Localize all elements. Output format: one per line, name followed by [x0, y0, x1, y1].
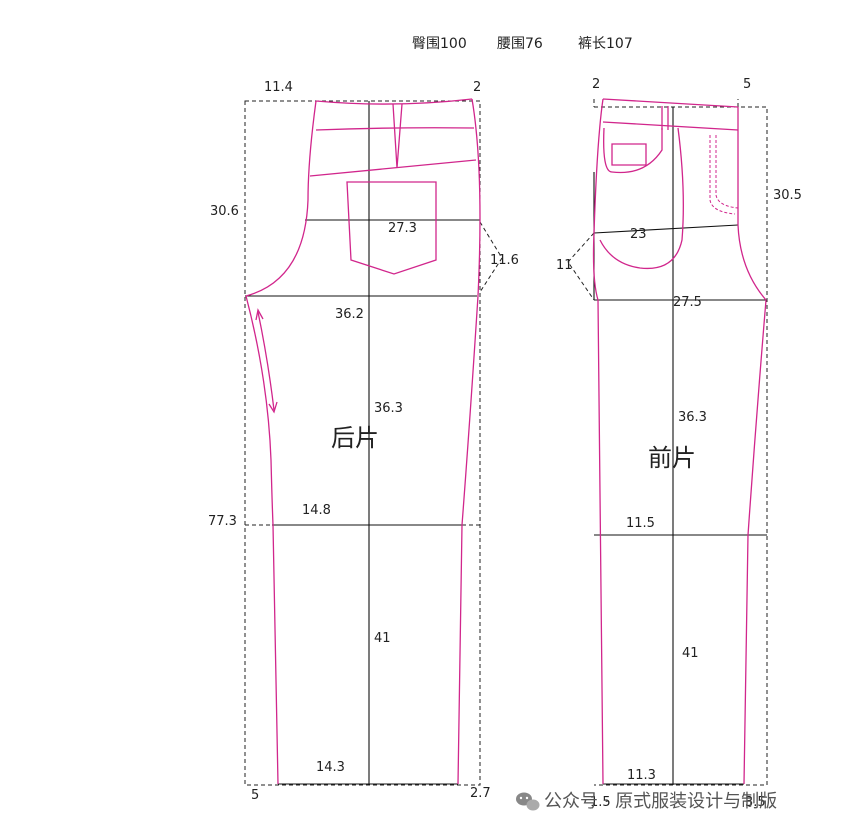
back-pocket [346, 181, 437, 275]
back-dim-thigh: 36.2 [335, 307, 364, 322]
length-measure: 裤长107 [578, 36, 633, 52]
front-dim-top-right: 5 [743, 77, 751, 92]
back-arrow-head-bottom [268, 401, 278, 414]
back-side-arrow [257, 311, 275, 411]
back-dim-side-depth: 30.6 [210, 204, 239, 219]
front-dim-top-left: 2 [592, 77, 600, 92]
back-piece-label: 后片 [331, 424, 379, 452]
front-coin-pocket [611, 143, 647, 166]
back-yoke-line [309, 159, 477, 177]
front-frame [594, 106, 768, 786]
back-dim-hem-right: 2.7 [470, 786, 491, 801]
hip-measure: 臀围100 [412, 36, 467, 52]
watermark-text: 公众号 · 原式服装设计与制版 [544, 791, 777, 812]
front-dim-hem: 11.3 [627, 768, 656, 783]
back-center-seam [457, 98, 481, 785]
waist-measure: 腰围76 [497, 36, 543, 52]
front-center-seam [592, 98, 604, 785]
front-pocket-opening [603, 127, 663, 174]
back-dim-waist-top: 11.4 [264, 80, 293, 95]
front-piece: 2 5 30.5 23 11 27.5 36.3 前片 11.5 41 11.3… [556, 77, 802, 810]
front-dim-side-depth: 30.5 [773, 188, 802, 203]
front-dim-hip-line: 23 [630, 227, 647, 242]
front-hip-line [593, 224, 739, 234]
front-dim-lower-len: 41 [682, 646, 699, 661]
front-fly [599, 127, 684, 270]
back-crotch-ext-guide [479, 221, 503, 293]
back-piece: 11.4 2 30.6 27.3 11.6 36.2 36.3 后片 77.3 … [208, 80, 519, 803]
back-dim-hem-left: 5 [251, 788, 259, 803]
front-waistband-line [602, 121, 739, 131]
front-dim-hem-right: 3.5 [745, 795, 766, 810]
back-dim-knee: 14.8 [302, 503, 331, 518]
back-waist-curve [315, 98, 473, 105]
back-dim-crotch-ext: 11.6 [490, 253, 519, 268]
back-frame [244, 100, 481, 786]
front-side-pocket-stitch-2 [715, 135, 739, 209]
front-side-pocket-stitch-1 [709, 135, 736, 215]
front-dim-hem-left: 1.5 [590, 795, 611, 810]
back-dim-hem: 14.3 [316, 760, 345, 775]
watermark: 公众号 · 原式服装设计与制版 [516, 791, 777, 812]
back-dim-center-rise: 36.3 [374, 401, 403, 416]
front-belt-loop [661, 106, 669, 130]
front-dim-knee: 11.5 [626, 516, 655, 531]
back-dim-knee-len: 77.3 [208, 514, 237, 529]
front-dim-thigh: 27.5 [673, 295, 702, 310]
front-side-seam [737, 107, 767, 785]
front-waist-curve [602, 98, 739, 108]
front-dim-center-rise: 36.3 [678, 410, 707, 425]
front-piece-label: 前片 [648, 444, 696, 472]
wechat-icon [516, 792, 540, 811]
back-dim-lower-len: 41 [374, 631, 391, 646]
front-crotch-ext-guide [567, 232, 595, 301]
back-dart [392, 103, 403, 169]
back-arrow-head-top [255, 308, 264, 321]
back-dim-hip-line: 27.3 [388, 221, 417, 236]
back-side-seam [245, 295, 279, 785]
back-side-upper [245, 100, 317, 297]
back-dim-top-right: 2 [473, 80, 481, 95]
front-dim-crotch-ext: 11 [556, 258, 573, 273]
